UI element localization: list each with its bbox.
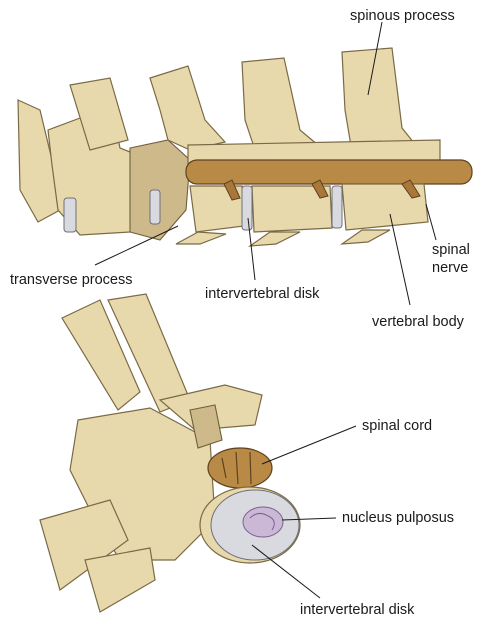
nucleus-pulposus-shape — [243, 507, 283, 537]
label-transverse-process: transverse process — [10, 272, 133, 288]
label-spinal-nerve-line2: nerve — [432, 260, 468, 276]
label-vertebral-body: vertebral body — [372, 314, 465, 330]
intervertebral-disk-lateral-0 — [64, 198, 76, 232]
label-intervertebral-disk-bottom: intervertebral disk — [300, 602, 415, 618]
spinal-cord-lateral — [186, 160, 472, 184]
intervertebral-disk-lateral-left — [150, 190, 160, 224]
spinal-cord-cross — [208, 448, 272, 488]
intervertebral-disk-lateral-1 — [242, 186, 252, 230]
label-intervertebral-disk-top: intervertebral disk — [205, 286, 320, 302]
label-spinous-process: spinous process — [350, 8, 455, 24]
label-spinal-cord: spinal cord — [362, 418, 432, 434]
leader-vertebral-body — [390, 214, 410, 305]
label-spinal-nerve-line1: spinal — [432, 242, 470, 258]
oblique-view — [40, 294, 300, 612]
lateral-view — [18, 48, 472, 246]
leader-spinal-cord — [262, 426, 356, 464]
label-nucleus-pulposus: nucleus pulposus — [342, 510, 454, 526]
intervertebral-disk-lateral-2 — [332, 186, 342, 228]
leader-intervertebral-disk-bottom — [252, 545, 320, 598]
